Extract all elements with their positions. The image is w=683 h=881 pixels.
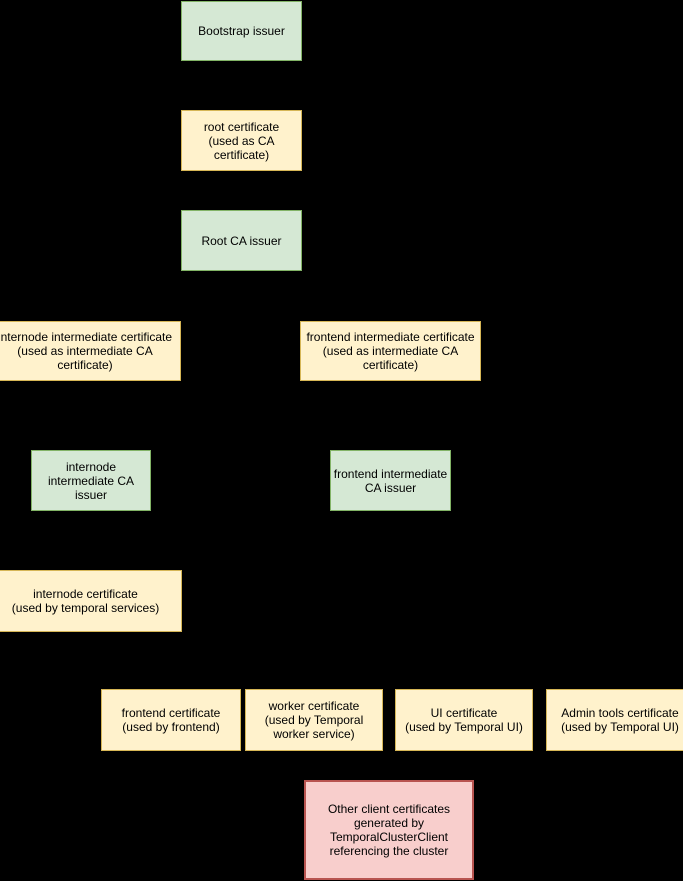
node-frontend-intermediate-ca-issuer: frontend intermediate CA issuer (330, 450, 451, 511)
node-worker-certificate: worker certificate (used by Temporal wor… (245, 689, 383, 751)
node-label: worker certificate (used by Temporal wor… (264, 699, 364, 741)
node-internode-certificate: internode certificate (used by temporal … (0, 570, 182, 632)
node-label: root certificate (used as CA certificate… (203, 119, 280, 162)
node-label: Admin tools certificate (used by Tempora… (561, 706, 679, 734)
node-root-ca-issuer: Root CA issuer (181, 210, 302, 271)
node-internode-intermediate-ca-issuer: internode intermediate CA issuer (31, 450, 151, 511)
node-label: UI certificate (used by Temporal UI) (405, 706, 523, 734)
node-label: Root CA issuer (201, 233, 282, 248)
node-label: frontend certificate (used by frontend) (121, 706, 221, 734)
node-frontend-certificate: frontend certificate (used by frontend) (101, 689, 241, 751)
node-internode-intermediate-certificate: internode intermediate certificate (used… (0, 321, 181, 381)
node-root-certificate: root certificate (used as CA certificate… (181, 110, 302, 171)
node-label: internode intermediate certificate (used… (0, 330, 173, 372)
node-label: frontend intermediate CA issuer (333, 466, 448, 495)
node-bootstrap-issuer: Bootstrap issuer (181, 1, 302, 61)
node-label: frontend intermediate certificate (used … (306, 330, 475, 372)
node-ui-certificate: UI certificate (used by Temporal UI) (395, 689, 533, 751)
node-frontend-intermediate-certificate: frontend intermediate certificate (used … (300, 321, 481, 381)
node-label: internode intermediate CA issuer (47, 459, 135, 502)
node-label: Other client certificates generated by T… (327, 802, 451, 858)
node-label: Bootstrap issuer (198, 24, 285, 38)
node-other-client-certificates: Other client certificates generated by T… (304, 780, 474, 880)
node-label: internode certificate (used by temporal … (11, 587, 160, 615)
node-admin-tools-certificate: Admin tools certificate (used by Tempora… (546, 689, 683, 751)
